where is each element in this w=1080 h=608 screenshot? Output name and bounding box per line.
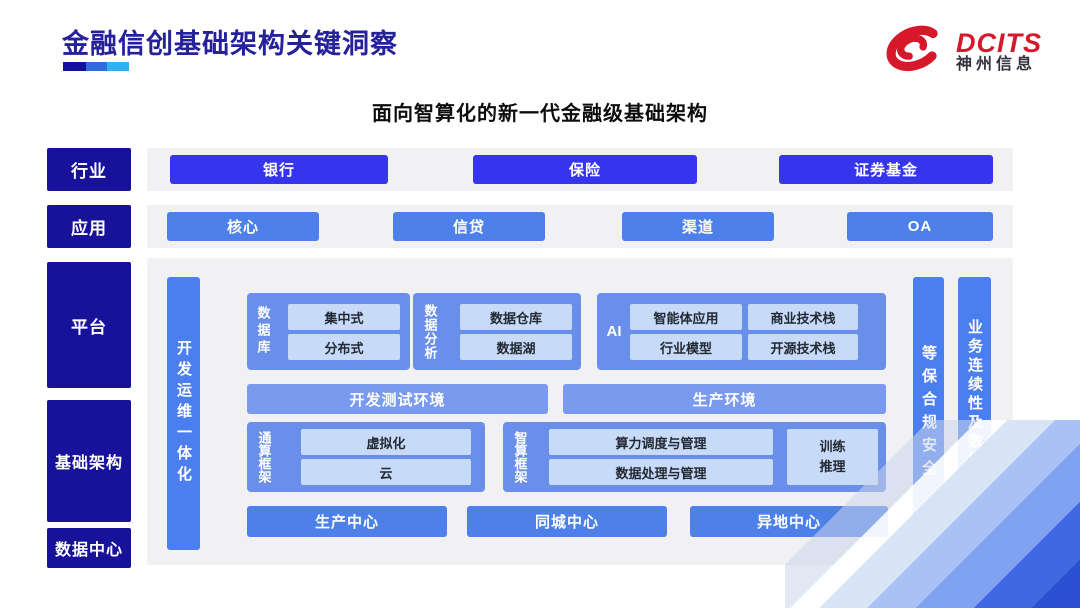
- analytics-item-warehouse: 数据仓库: [460, 304, 572, 330]
- title-underline: [63, 62, 129, 71]
- ai-group-label: AI: [606, 323, 622, 340]
- ai-item-commercial-stack: 商业技术栈: [748, 304, 858, 330]
- industry-item-securities: 证券基金: [779, 155, 993, 184]
- center-same-city: 同城中心: [467, 506, 667, 537]
- train-infer-text: 训练推理: [819, 438, 846, 474]
- intelligent-compute-label: 智算框架: [512, 431, 528, 483]
- database-group-label: 数据库: [255, 306, 271, 357]
- general-compute-cloud: 云: [301, 459, 471, 485]
- industry-item-bank: 银行: [170, 155, 388, 184]
- application-item-credit: 信贷: [393, 212, 545, 241]
- dcits-swirl-icon: [882, 20, 946, 83]
- layer-label-industry: 行业: [47, 148, 131, 191]
- application-item-channel: 渠道: [622, 212, 774, 241]
- underline-segment: [86, 62, 107, 71]
- general-compute-virtualization: 虚拟化: [301, 429, 471, 455]
- ai-item-industry-model: 行业模型: [630, 334, 742, 360]
- page-title: 金融信创基础架构关键洞察: [62, 29, 398, 59]
- env-production: 生产环境: [563, 384, 886, 414]
- center-production: 生产中心: [247, 506, 447, 537]
- underline-segment: [107, 62, 129, 71]
- diagram-subtitle: 面向智算化的新一代金融级基础架构: [372, 103, 708, 125]
- intelligent-compute-train-infer: 训练推理: [787, 429, 878, 485]
- intelligent-compute-scheduling: 算力调度与管理: [549, 429, 773, 455]
- layer-label-datacenter: 数据中心: [47, 528, 131, 568]
- logo-brand: DCITS: [956, 27, 1042, 58]
- industry-item-insurance: 保险: [473, 155, 697, 184]
- ai-item-opensource-stack: 开源技术栈: [748, 334, 858, 360]
- ai-item-agent-app: 智能体应用: [630, 304, 742, 330]
- security-compliance-bar: 等保合规安全: [913, 277, 944, 550]
- logo: DCITS 神州信息: [882, 20, 1042, 83]
- underline-segment: [63, 62, 86, 71]
- general-compute-label: 通算框架: [256, 431, 272, 483]
- analytics-group-label: 数据分析: [422, 303, 438, 360]
- layer-label-application: 应用: [47, 205, 131, 248]
- layer-label-platform: 平台: [47, 262, 131, 388]
- business-continuity-bar: 业务连续性及数据保护: [958, 277, 991, 550]
- layer-label-infrastructure: 基础架构: [47, 400, 131, 522]
- devops-bar: 开发运维一体化: [167, 277, 200, 550]
- analytics-item-lake: 数据湖: [460, 334, 572, 360]
- intelligent-compute-data-mgmt: 数据处理与管理: [549, 459, 773, 485]
- database-item-distributed: 分布式: [288, 334, 400, 360]
- application-item-core: 核心: [167, 212, 319, 241]
- logo-company: 神州信息: [956, 56, 1037, 74]
- env-dev-test: 开发测试环境: [247, 384, 548, 414]
- database-item-centralized: 集中式: [288, 304, 400, 330]
- center-remote: 异地中心: [690, 506, 888, 537]
- application-item-oa: OA: [847, 212, 993, 241]
